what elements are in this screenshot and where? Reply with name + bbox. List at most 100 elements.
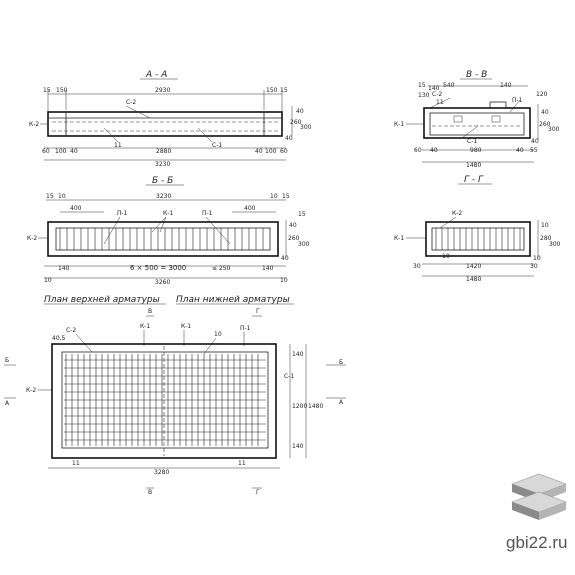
- vv-side-260: 260: [539, 121, 551, 128]
- plan-label-v-bot: В: [148, 489, 152, 496]
- section-b6: Б - Б 15 10 3230 10 15 400 400 П-1 К-1 П…: [27, 176, 310, 286]
- vv-label-s1: С-1: [467, 138, 477, 145]
- aa-dim-15-left: 15: [43, 87, 51, 94]
- vv-label-s2: С-2: [432, 91, 442, 98]
- section-aa: А - А 15 150 2930 150 15 С-2 11 С-1 К-2 …: [29, 70, 312, 168]
- vv-dim-980: 980: [470, 147, 482, 154]
- plan-label-a-left: А: [5, 400, 10, 407]
- aa-bot-40l: 40: [70, 148, 78, 155]
- vv-dim-60: 60: [414, 147, 422, 154]
- b6-label-k1: К-1: [163, 210, 173, 217]
- aa-side-40: 40: [296, 108, 304, 115]
- aa-bot-60r: 60: [280, 148, 288, 155]
- b6-side-15: 15: [298, 211, 306, 218]
- plan-title-top: План верхней арматуры: [44, 295, 160, 305]
- plan-dim-3280: 3280: [154, 469, 169, 476]
- plan-label-s1: С-1: [284, 373, 294, 380]
- slab-stack-logo: [508, 472, 570, 532]
- b6-dim-400l: 400: [70, 205, 82, 212]
- b6-dim-10l: 10: [58, 193, 66, 200]
- vv-label-130: 130: [418, 92, 430, 99]
- aa-side-260: 260: [290, 119, 302, 126]
- aa-dim-150-right: 150: [266, 87, 278, 94]
- vv-label-11: 11: [436, 99, 444, 106]
- aa-bot-40r: 40: [255, 148, 263, 155]
- b6-label-k2: К-2: [27, 235, 37, 242]
- b6-dim-3260: 3260: [155, 279, 170, 286]
- vv-dim-40b: 40: [516, 147, 524, 154]
- gg-side-10b: 10: [533, 255, 541, 262]
- vv-label-15: 15: [418, 82, 426, 89]
- b6-dim-140l: 140: [58, 265, 70, 272]
- vv-label-k1: К-1: [394, 121, 404, 128]
- vv-side-40: 40: [541, 109, 549, 116]
- b6-side-300: 300: [298, 241, 310, 248]
- plan-label-g-bot: Г: [256, 489, 260, 496]
- aa-bot-2880: 2880: [156, 148, 171, 155]
- b6-side-260: 260: [288, 235, 300, 242]
- vv-label-140b: 140: [500, 82, 512, 89]
- vv-label-140: 140: [428, 85, 440, 92]
- b6-dim-250: ≤ 250: [212, 265, 231, 272]
- gg-label-10: 10: [442, 253, 450, 260]
- aa-label-s1: С-1: [212, 142, 222, 149]
- b6-label-p1r: П-1: [202, 210, 213, 217]
- aa-bot-100r: 100: [265, 148, 277, 155]
- gg-label-k2: К-2: [452, 210, 462, 217]
- plan-label-p1: П-1: [240, 325, 251, 332]
- plan-dim-140b: 140: [292, 443, 304, 450]
- aa-side-40b: 40: [285, 135, 293, 142]
- aa-label-k2: К-2: [29, 121, 39, 128]
- section-aa-title: А - А: [145, 70, 167, 80]
- b6-stirrups: [59, 228, 264, 250]
- b6-dim-400r: 400: [244, 205, 256, 212]
- aa-dim-150-left: 150: [56, 87, 68, 94]
- gg-side-300: 300: [549, 241, 561, 248]
- gg-stirrups: [435, 228, 521, 250]
- b6-dim-span: 6 × 500 = 3000: [130, 264, 186, 272]
- b6-dim-15r: 15: [282, 193, 290, 200]
- aa-side-300: 300: [300, 124, 312, 131]
- b6-side-40: 40: [289, 222, 297, 229]
- plan-label-10: 10: [214, 331, 222, 338]
- plan-rebar-grid: [64, 354, 266, 446]
- b6-side-40b: 40: [281, 255, 289, 262]
- section-b6-title: Б - Б: [152, 176, 173, 186]
- plan-label-11b: 11: [238, 460, 246, 467]
- watermark-text: gbi22.ru: [506, 533, 568, 552]
- plan-label-s2: С-2: [66, 327, 76, 334]
- plan-dim-1480: 1480: [308, 403, 323, 410]
- gg-label-k1: К-1: [394, 235, 404, 242]
- vv-dim-40: 40: [430, 147, 438, 154]
- b6-dim-15l: 15: [46, 193, 54, 200]
- b6-dim-140r: 140: [262, 265, 274, 272]
- b6-label-p1l: П-1: [117, 210, 128, 217]
- plan-label-a-right: А: [339, 399, 344, 406]
- section-vv-title: В - В: [466, 70, 487, 80]
- gg-dim-30: 30: [413, 263, 421, 270]
- vv-label-540: 540: [443, 82, 455, 89]
- aa-label-s2: С-2: [126, 99, 136, 106]
- plan-label-k1b: К-1: [181, 323, 191, 330]
- gg-dim-1420: 1420: [466, 263, 481, 270]
- plan-label-b-right: Б: [339, 359, 343, 366]
- b6-dim-3230: 3230: [156, 193, 171, 200]
- vv-dim-1480: 1480: [466, 162, 481, 169]
- plan-dim-1200: 1200: [292, 403, 307, 410]
- plan-label-g-top: Г: [256, 308, 260, 315]
- plan: План верхней арматуры План нижней армату…: [4, 295, 346, 496]
- plan-label-k1a: К-1: [140, 323, 150, 330]
- gg-side-280: 280: [540, 235, 552, 242]
- gg-dim-1480: 1480: [466, 276, 481, 283]
- aa-dim-2930: 2930: [155, 87, 170, 94]
- gg-dim-30r: 30: [530, 263, 538, 270]
- plan-label-k2: К-2: [26, 387, 36, 394]
- aa-label-11: 11: [114, 142, 122, 149]
- aa-bot-100: 100: [55, 148, 67, 155]
- section-vv: В - В 15 130 140 540 140 120 С-2 11 П-1 …: [394, 70, 560, 169]
- gg-side-10: 10: [541, 222, 549, 229]
- vv-label-120: 120: [536, 91, 548, 98]
- vv-side-40c: 40: [531, 138, 539, 145]
- section-gg-title: Г - Г: [464, 175, 484, 185]
